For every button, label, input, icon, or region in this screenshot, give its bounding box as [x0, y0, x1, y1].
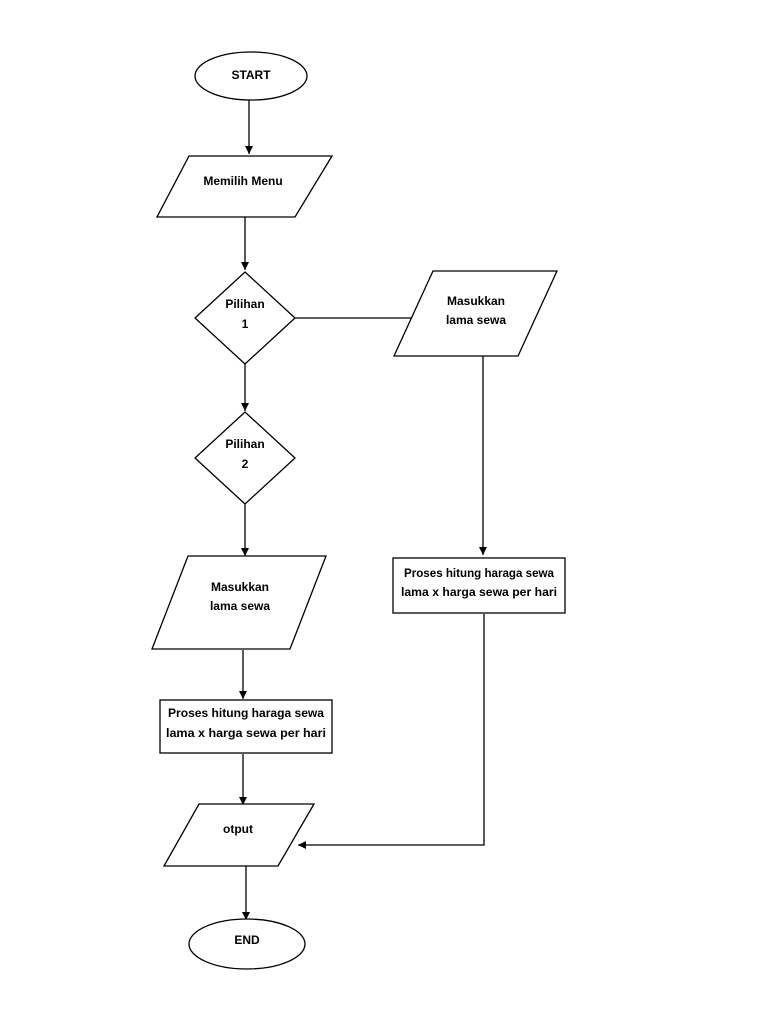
pilihan-1-label-line2: 1 — [242, 317, 249, 331]
end-label: END — [234, 933, 260, 947]
proses-right-label-line2: lama x harga sewa per hari — [401, 585, 557, 599]
end-terminal — [188, 918, 306, 970]
output-label: otput — [223, 822, 253, 836]
pilihan-1-decision — [194, 271, 296, 365]
pilihan-2-label-line2: 2 — [242, 457, 249, 471]
proses-left-label-line2: lama x harga sewa per hari — [166, 726, 326, 740]
memilih-menu-label: Memilih Menu — [203, 174, 282, 188]
masukkan-right-label-line2: lama sewa — [446, 313, 506, 327]
pilihan-2-decision — [194, 411, 296, 505]
proses-right-label-line1: Proses hitung haraga sewa — [404, 566, 554, 580]
arrow-process-right-to-output — [298, 614, 485, 849]
proses-hitung-left-process — [159, 699, 333, 754]
pilihan-2-label-line1: Pilihan — [225, 437, 264, 451]
start-terminal — [194, 51, 308, 101]
masukkan-lama-sewa-right-input — [392, 270, 559, 357]
pilihan-1-label-line1: Pilihan — [225, 297, 264, 311]
start-label: START — [231, 68, 271, 82]
masukkan-right-label-line1: Masukkan — [447, 294, 505, 308]
proses-hitung-right-process — [392, 557, 566, 614]
masukkan-left-label-line1: Masukkan — [211, 580, 269, 594]
memilih-menu-input — [155, 155, 334, 218]
proses-left-label-line1: Proses hitung haraga sewa — [168, 706, 324, 720]
output-parallelogram — [162, 803, 316, 867]
masukkan-lama-sewa-left-input — [151, 555, 327, 650]
masukkan-left-label-line2: lama sewa — [210, 599, 270, 613]
